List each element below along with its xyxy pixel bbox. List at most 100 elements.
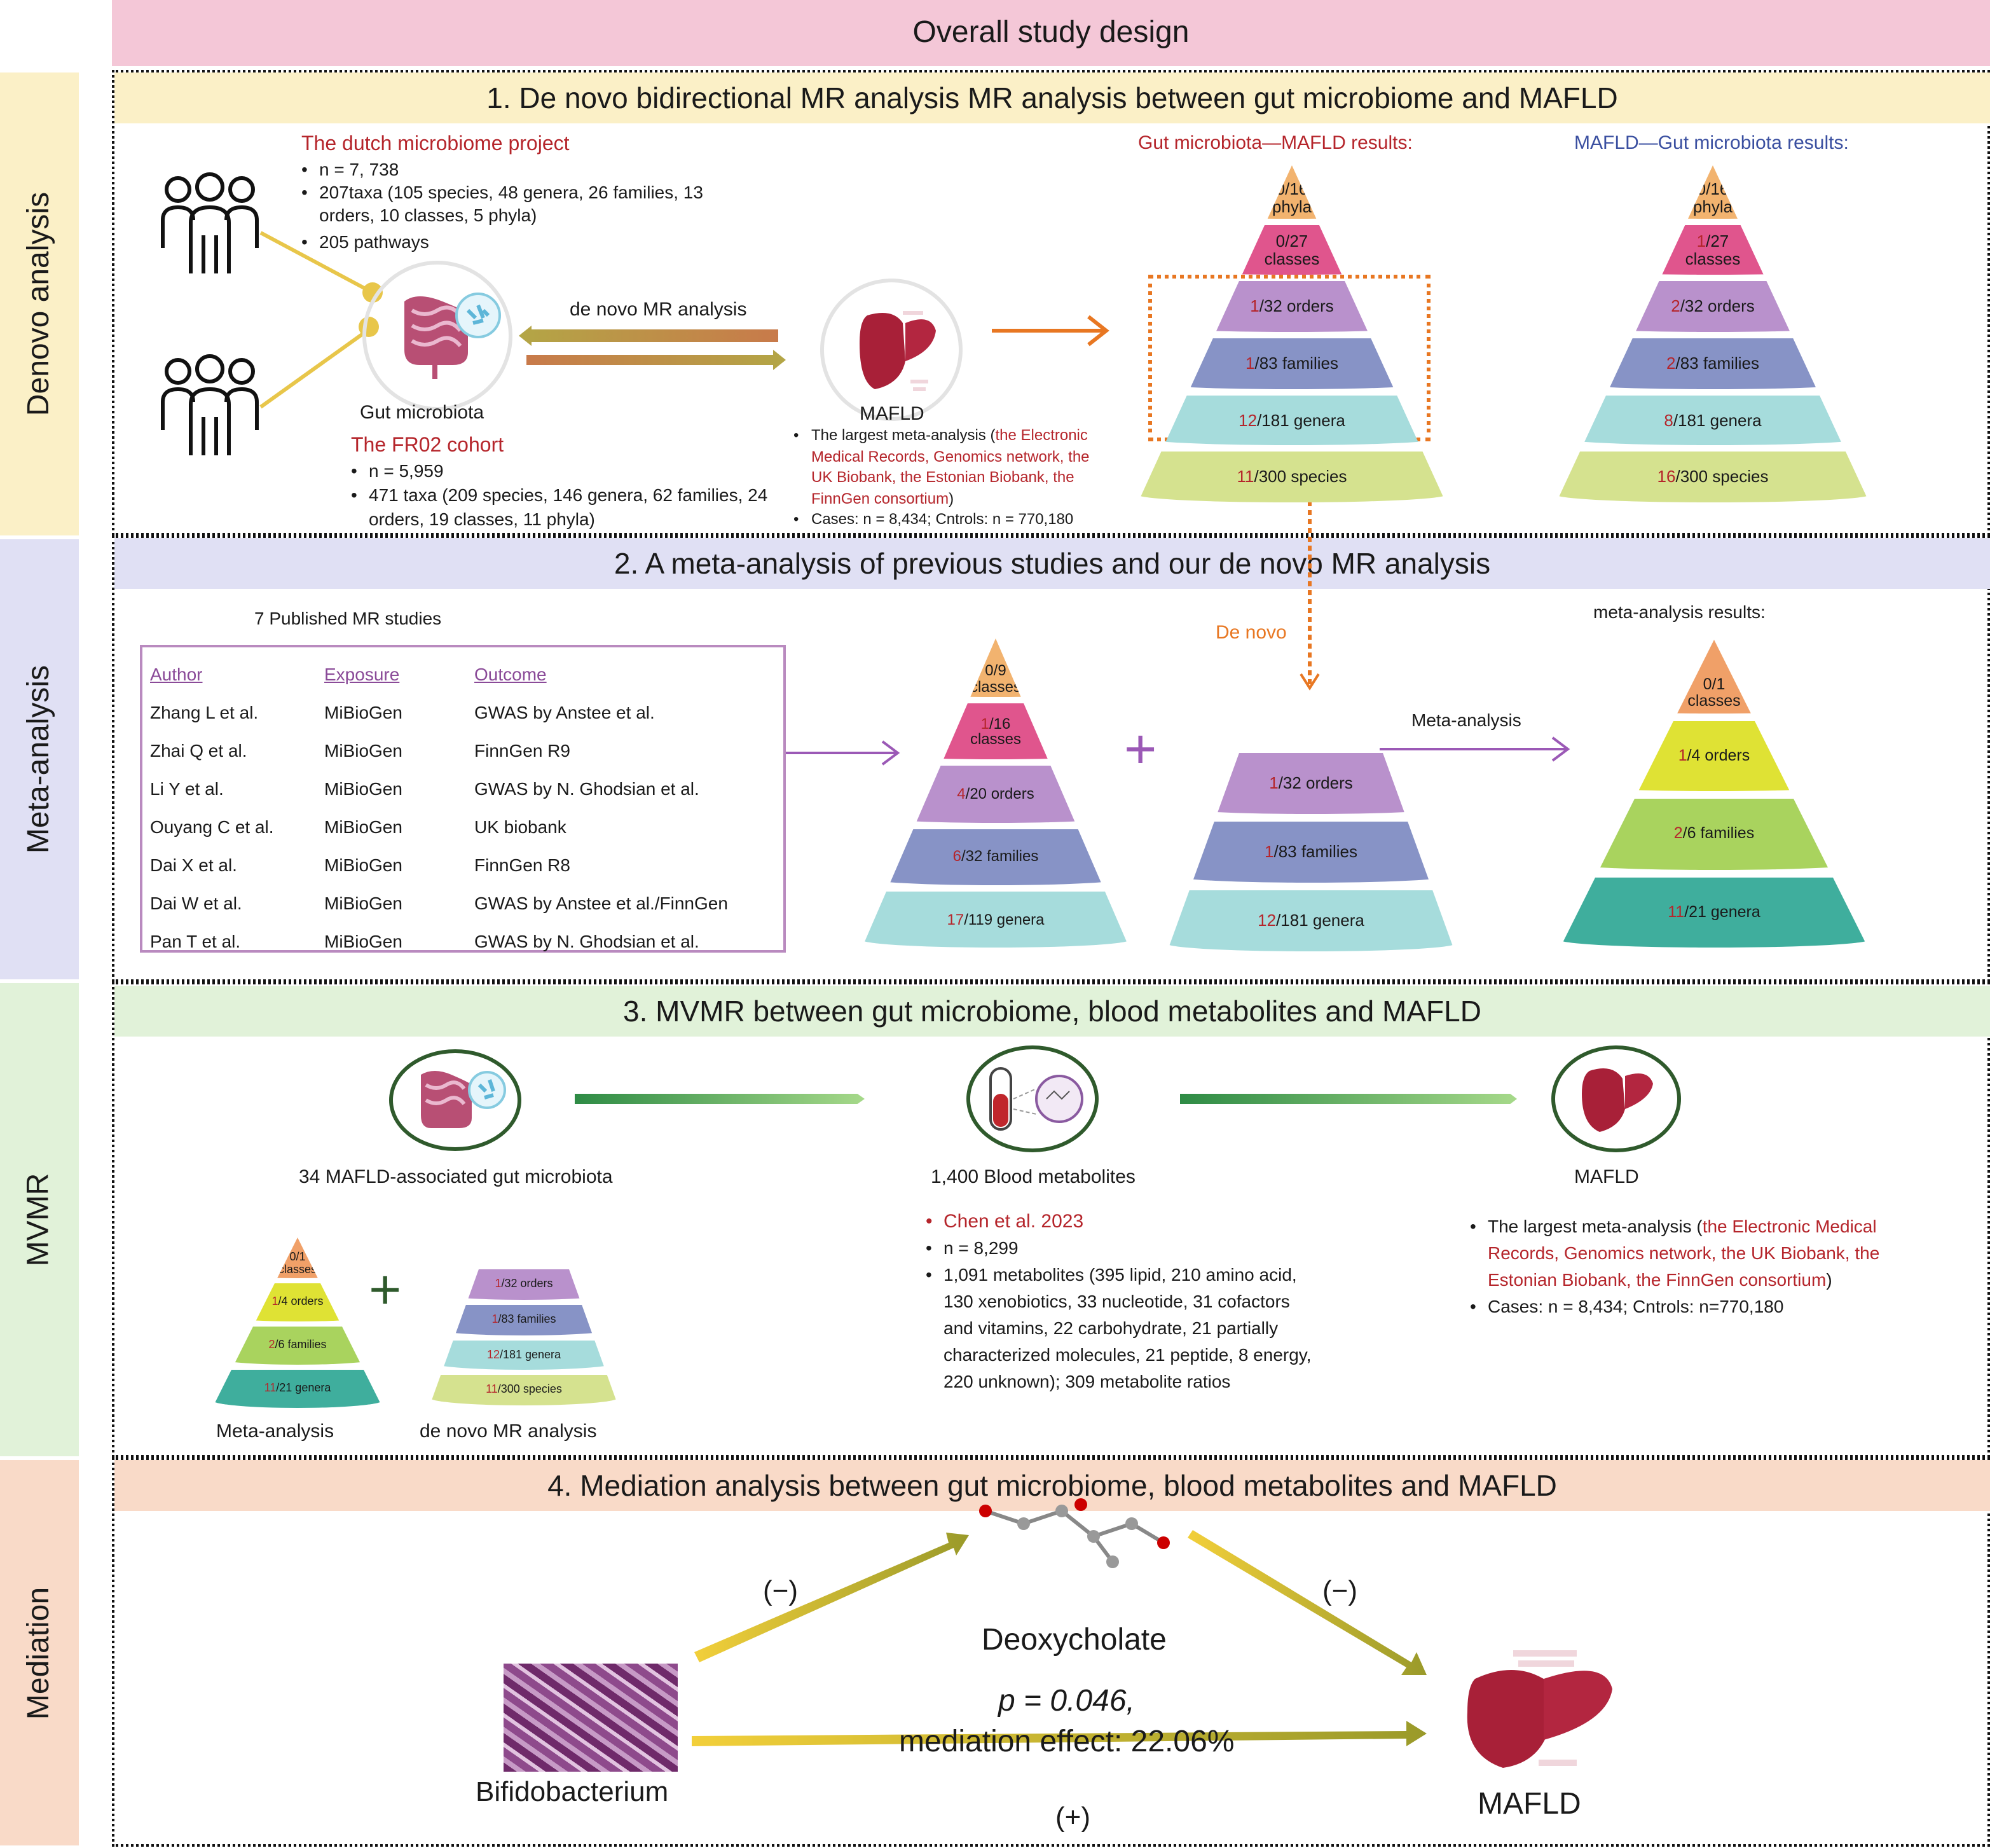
s3-metab-label: 1,400 Blood metabolites — [931, 1166, 1136, 1188]
dmp-pathways: 205 pathways — [301, 230, 721, 253]
sign-direct: (+) — [1055, 1801, 1090, 1833]
pyramid-tier: 11/21 genera — [1560, 877, 1868, 948]
section4-box — [112, 1458, 1990, 1847]
dmp-title: The dutch microbiome project — [301, 134, 570, 155]
bifidobacterium-image — [504, 1664, 678, 1772]
tier-label: 1/83 families — [491, 1312, 556, 1326]
tier-label: 12/181 genera — [486, 1348, 561, 1361]
pyramid-tier: 12/181 genera — [1138, 395, 1446, 446]
exposure-cell: MiBioGen — [324, 893, 402, 913]
green-arrow — [575, 1094, 865, 1104]
tier-hit-count: 11 — [264, 1381, 277, 1395]
tier-unit: classes — [1264, 249, 1320, 268]
metab-info: Chen et al. 2023 n = 8,299 1,091 metabol… — [926, 1208, 1314, 1395]
section1-box — [112, 70, 1990, 535]
dmp-info: The dutch microbiome project n = 7, 738 … — [301, 131, 721, 253]
tier-hit-count: 12 — [486, 1348, 500, 1361]
section2-box — [112, 535, 1990, 982]
tier-total: /32 orders — [501, 1277, 553, 1290]
author-cell: Zhai Q et al. — [150, 740, 247, 761]
plus-sign: + — [369, 1259, 402, 1321]
outcome-cell: FinnGen R9 — [474, 740, 570, 761]
tier-label: 2/32 orders — [1671, 298, 1755, 315]
tier-label: 16/300 species — [1657, 467, 1769, 486]
header-exposure: Exposure — [324, 664, 400, 684]
gut-label: Gut microbiota — [360, 402, 484, 424]
tier-label: 1/83 families — [1265, 843, 1357, 860]
deoxycholate-molecule-icon — [979, 1498, 1170, 1568]
tier-label: 1/4 orders — [271, 1295, 323, 1309]
tier-total: /83 families — [1273, 842, 1357, 862]
metab-n: n = 8,299 — [926, 1235, 1314, 1262]
meta-arrow — [1380, 736, 1570, 762]
tier-hit-count: 2 — [1671, 296, 1680, 316]
pyramid-tier: 11/21 genera — [212, 1370, 383, 1408]
people-icon — [161, 172, 259, 273]
tier-hit-count: 0 — [289, 1250, 296, 1264]
exposure-cell: MiBioGen — [324, 778, 402, 799]
mafld-gm-title: MAFLD—Gut microbiota results: — [1574, 132, 1849, 154]
exposure-cell: MiBioGen — [324, 817, 402, 837]
liver-icon — [1467, 1650, 1612, 1768]
metab-source: Chen et al. 2023 — [926, 1208, 1314, 1235]
pyramid-tier: 8/181 genera — [1556, 395, 1869, 446]
fr02-info: The FR02 cohort n = 5,959 471 taxa (209 … — [351, 432, 809, 532]
author-cell: Li Y et al. — [150, 778, 224, 799]
tier-total: /1 — [296, 1250, 306, 1264]
header-author: Author — [150, 664, 203, 684]
tier-total: /6 families — [1682, 824, 1755, 843]
tier-hit-count: 0 — [1703, 675, 1712, 694]
sign-a: (−) — [763, 1575, 798, 1606]
exposure-cell: MiBioGen — [324, 855, 402, 875]
pyramid-tier: 12/181 genera — [1167, 890, 1455, 951]
mediator-label: Deoxycholate — [982, 1623, 1167, 1657]
pyramid-tier: 17/119 genera — [862, 891, 1129, 948]
outcome-cell: GWAS by N. Ghodsian et al. — [474, 931, 699, 951]
outcome-cell: GWAS by N. Ghodsian et al. — [474, 778, 699, 799]
tier-unit: classes — [1687, 692, 1741, 710]
tier-total: /300 species — [1254, 467, 1347, 486]
tier-unit: classes — [970, 730, 1021, 748]
outcome-cell: GWAS by Anstee et al./FinnGen — [474, 893, 728, 913]
tier-hit-count: 1 — [1245, 354, 1255, 373]
tier-label: 12/181 genera — [1239, 411, 1345, 429]
tier-label: 2/6 families — [268, 1338, 326, 1352]
people-icon — [161, 354, 259, 455]
fr02-taxa: 471 taxa (209 species, 146 genera, 62 fa… — [351, 483, 809, 532]
tier-label: 1/83 families — [1245, 354, 1338, 373]
tier-hit-count: 1 — [491, 1312, 498, 1325]
pyramid-tier: 16/300 species — [1556, 452, 1869, 502]
orange-arrow — [992, 315, 1109, 347]
tier-total: /20 orders — [965, 785, 1034, 803]
pyramid-tier: 1/83 families — [1167, 822, 1455, 883]
tier-unit: classes — [1685, 249, 1741, 268]
table-row: Li Y et al. MiBioGen GWAS by N. Ghodsian e… — [150, 769, 776, 808]
tier-hit-count: 2 — [1673, 824, 1683, 843]
tier-total: /300 species — [1675, 467, 1769, 486]
tier-label: 1/32 orders — [495, 1278, 552, 1290]
exposure-cell: MiBioGen — [324, 702, 402, 722]
tier-total: /21 genera — [276, 1381, 331, 1395]
section4-title: 4. Mediation analysis between gut microb… — [114, 1460, 1990, 1511]
sign-b: (−) — [1322, 1575, 1357, 1606]
tier-hit-count: 1 — [271, 1295, 278, 1308]
dmp-taxa: 207taxa (105 species, 48 genera, 26 fami… — [301, 181, 721, 226]
tier-hit-count: 11 — [1668, 902, 1685, 921]
s3-mafld-cases: Cases: n = 8,434; Cntrols: n=770,180 — [1470, 1293, 1909, 1320]
tier-label: 1/4 orders — [1678, 747, 1750, 764]
tier-total: /32 families — [961, 847, 1039, 865]
tier-hit-count: 2 — [268, 1338, 275, 1351]
tier-label: 12/181 genera — [1258, 912, 1364, 929]
s3-mafld-label: MAFLD — [1574, 1166, 1639, 1188]
gut-icon-circle — [389, 1049, 521, 1151]
tier-hit-count: 1 — [1250, 296, 1259, 316]
author-cell: Dai W et al. — [150, 893, 242, 913]
pyramid-tier: 12/181 genera — [430, 1340, 618, 1370]
mafld-source: The largest meta-analysis (the Electroni… — [793, 425, 1111, 509]
